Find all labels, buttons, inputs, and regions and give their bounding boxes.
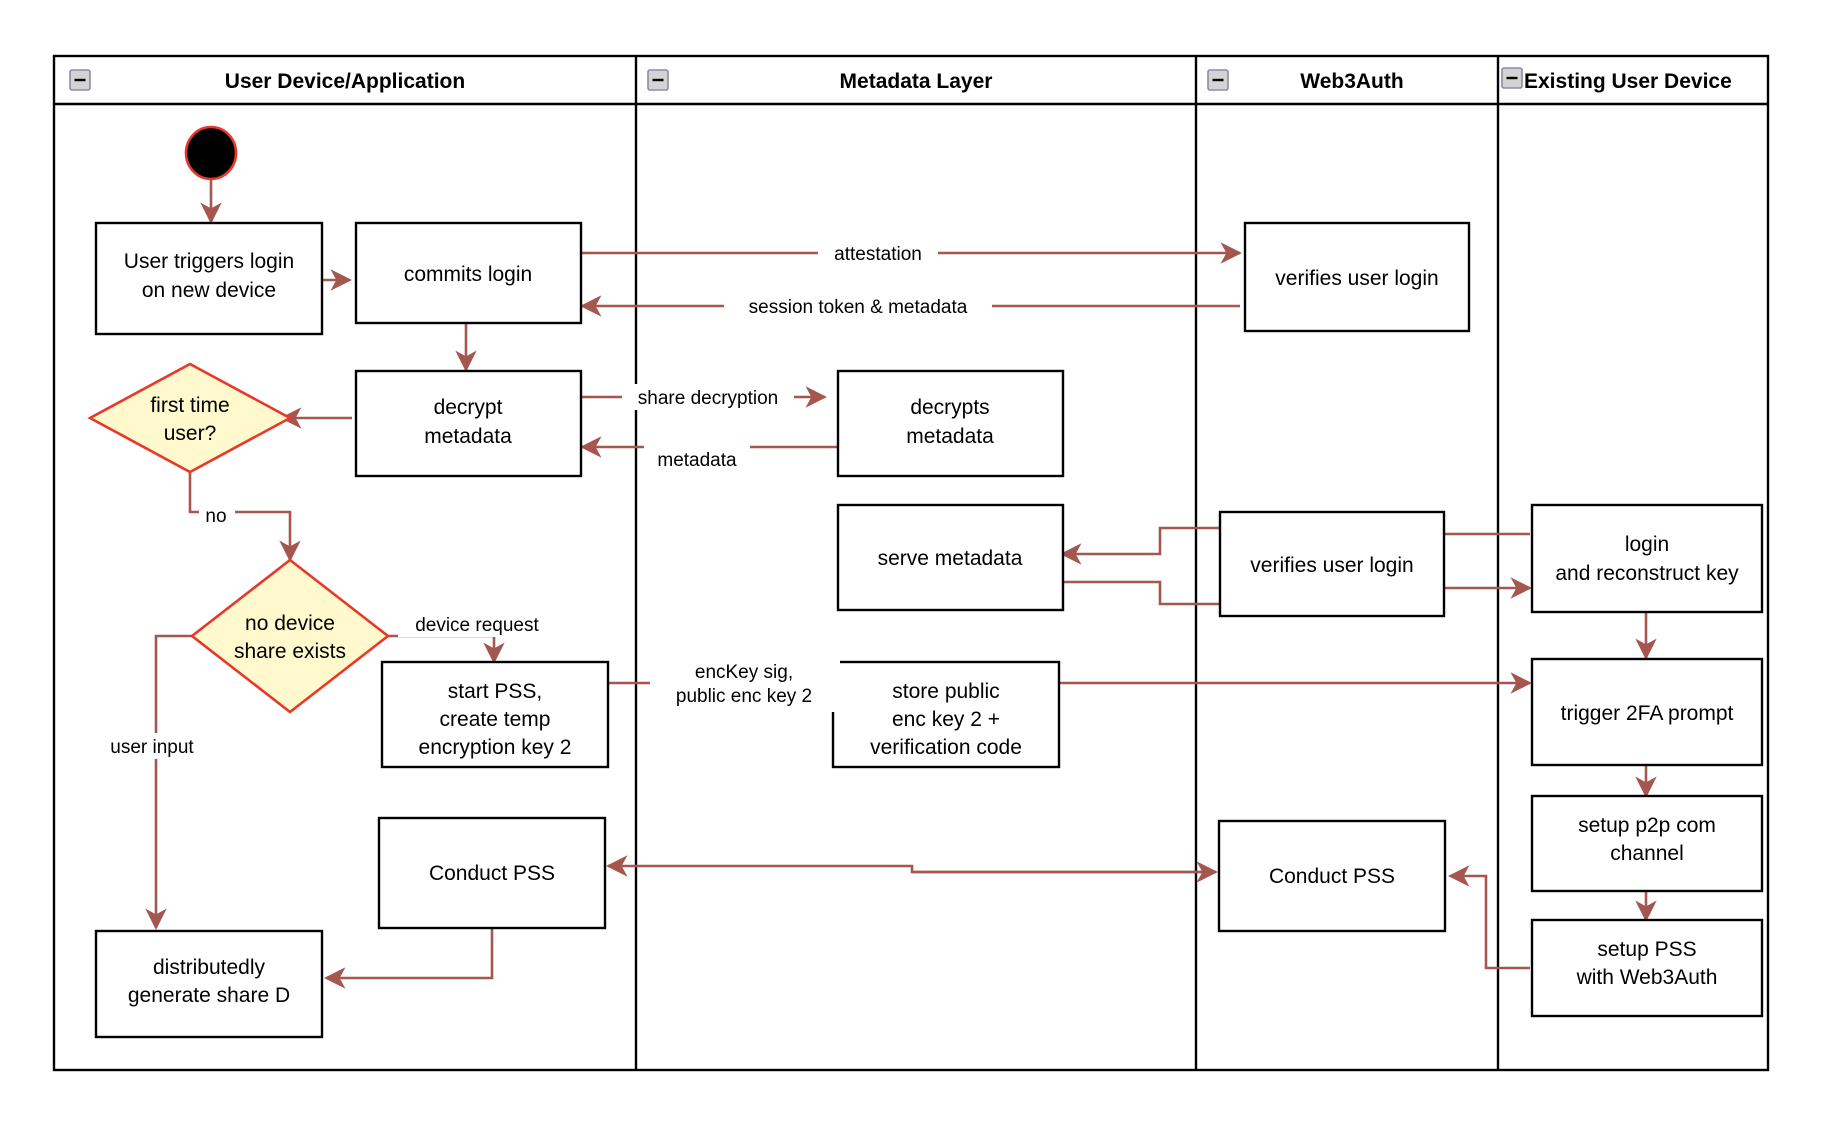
edge-labels: attestation session token & metadata sha… [94,240,992,759]
node-no-device-share-exists[interactable]: no device share exists [189,558,391,714]
node-trigger-2fa-prompt[interactable]: trigger 2FA prompt [1530,657,1764,767]
node-label-line: Conduct PSS [1269,865,1395,888]
node-verifies-user-login-1[interactable]: verifies user login [1243,221,1471,333]
node-label-line: commits login [404,263,532,286]
edge-label-user-input: user input [110,737,194,758]
node-label-line: verification code [870,736,1022,759]
node-label-line: distributedly [153,956,266,979]
edge-label-share-decryption: share decryption [638,388,778,409]
node-label-line: trigger 2FA prompt [1561,702,1734,725]
node-setup-pss-with-web3auth[interactable]: setup PSS with Web3Auth [1530,918,1764,1018]
edge-user-input [145,634,196,930]
edge-label-enckey-sig-line2: public enc key 2 [676,686,812,707]
lane-title-metadata: Metadata Layer [840,70,993,93]
edge-setuppss-to-conductpss-web3auth [1448,865,1530,970]
node-label-line: create temp [440,708,551,731]
lane-header-web3auth[interactable]: Web3Auth [1207,69,1404,93]
node-label-line: start PSS, [448,680,543,703]
node-label-line: encryption key 2 [419,736,572,759]
node-distributedly-generate-share-d[interactable]: distributedly generate share D [94,929,324,1039]
node-start-pss[interactable]: start PSS, create temp encryption key 2 [380,660,610,769]
node-label-line: Conduct PSS [429,862,555,885]
edge-label-session-token: session token & metadata [749,297,968,318]
node-label-line: no device [245,612,335,635]
node-store-public-enc-key[interactable]: store public enc key 2 + verification co… [831,660,1061,769]
node-label-line: login [1625,533,1669,556]
node-conduct-pss-user[interactable]: Conduct PSS [377,816,607,930]
edge-no-branch [188,470,301,562]
lane-title-existing-device: Existing User Device [1524,70,1732,93]
node-label-line: first time [150,394,229,417]
edge-label-device-request: device request [415,615,539,636]
node-commits-login[interactable]: commits login [354,221,583,325]
start-node[interactable] [184,125,238,181]
node-label-line: store public [892,680,999,703]
node-label-line: setup PSS [1597,938,1696,961]
node-label-line: channel [1610,842,1684,865]
edge-conductpss-to-generate-share [324,928,494,989]
node-label-line: generate share D [128,984,290,1007]
node-label-line: enc key 2 + [892,708,1000,731]
edge-device-request [386,634,505,664]
node-label-line: decrypt [434,396,503,419]
node-label-line: on new device [142,279,276,302]
node-user-triggers-login[interactable]: User triggers login on new device [94,221,324,336]
lane-title-user-device: User Device/Application [225,70,465,93]
node-serve-metadata[interactable]: serve metadata [836,503,1065,612]
swimlane-frame [52,54,1770,1072]
node-label-line: decrypts [910,396,989,419]
node-conduct-pss-web3auth[interactable]: Conduct PSS [1217,819,1447,933]
node-label-line: verifies user login [1250,554,1413,577]
edge-label-metadata: metadata [657,450,737,471]
node-label-line: and reconstruct key [1555,562,1739,585]
node-label-line: User triggers login [124,250,294,273]
node-label-line: metadata [906,425,994,448]
lane-header-metadata[interactable]: Metadata Layer [647,69,993,93]
node-decrypts-metadata[interactable]: decrypts metadata [836,369,1065,478]
lane-header-user-device[interactable]: User Device/Application [69,69,465,93]
node-label-line: user? [164,422,217,445]
lane-header-existing-device[interactable]: Existing User Device [1501,67,1732,93]
node-label-line: metadata [424,425,512,448]
lane-title-web3auth: Web3Auth [1300,70,1403,93]
edge-label-enckey-sig-line1: encKey sig, [695,662,793,683]
edge-label-attestation: attestation [834,244,922,265]
node-label-line: setup p2p com [1578,814,1716,837]
node-label-line: share exists [234,640,346,663]
node-login-and-reconstruct-key[interactable]: login and reconstruct key [1530,503,1764,614]
edge-label-no: no [205,506,226,527]
node-first-time-user[interactable]: first time user? [87,362,293,474]
node-label-line: verifies user login [1275,267,1438,290]
node-setup-p2p-com-channel[interactable]: setup p2p com channel [1530,794,1764,893]
node-verifies-user-login-2[interactable]: verifies user login [1218,510,1446,618]
node-label-line: serve metadata [878,547,1023,570]
node-decrypt-metadata[interactable]: decrypt metadata [354,369,583,478]
node-label-line: with Web3Auth [1576,966,1718,989]
